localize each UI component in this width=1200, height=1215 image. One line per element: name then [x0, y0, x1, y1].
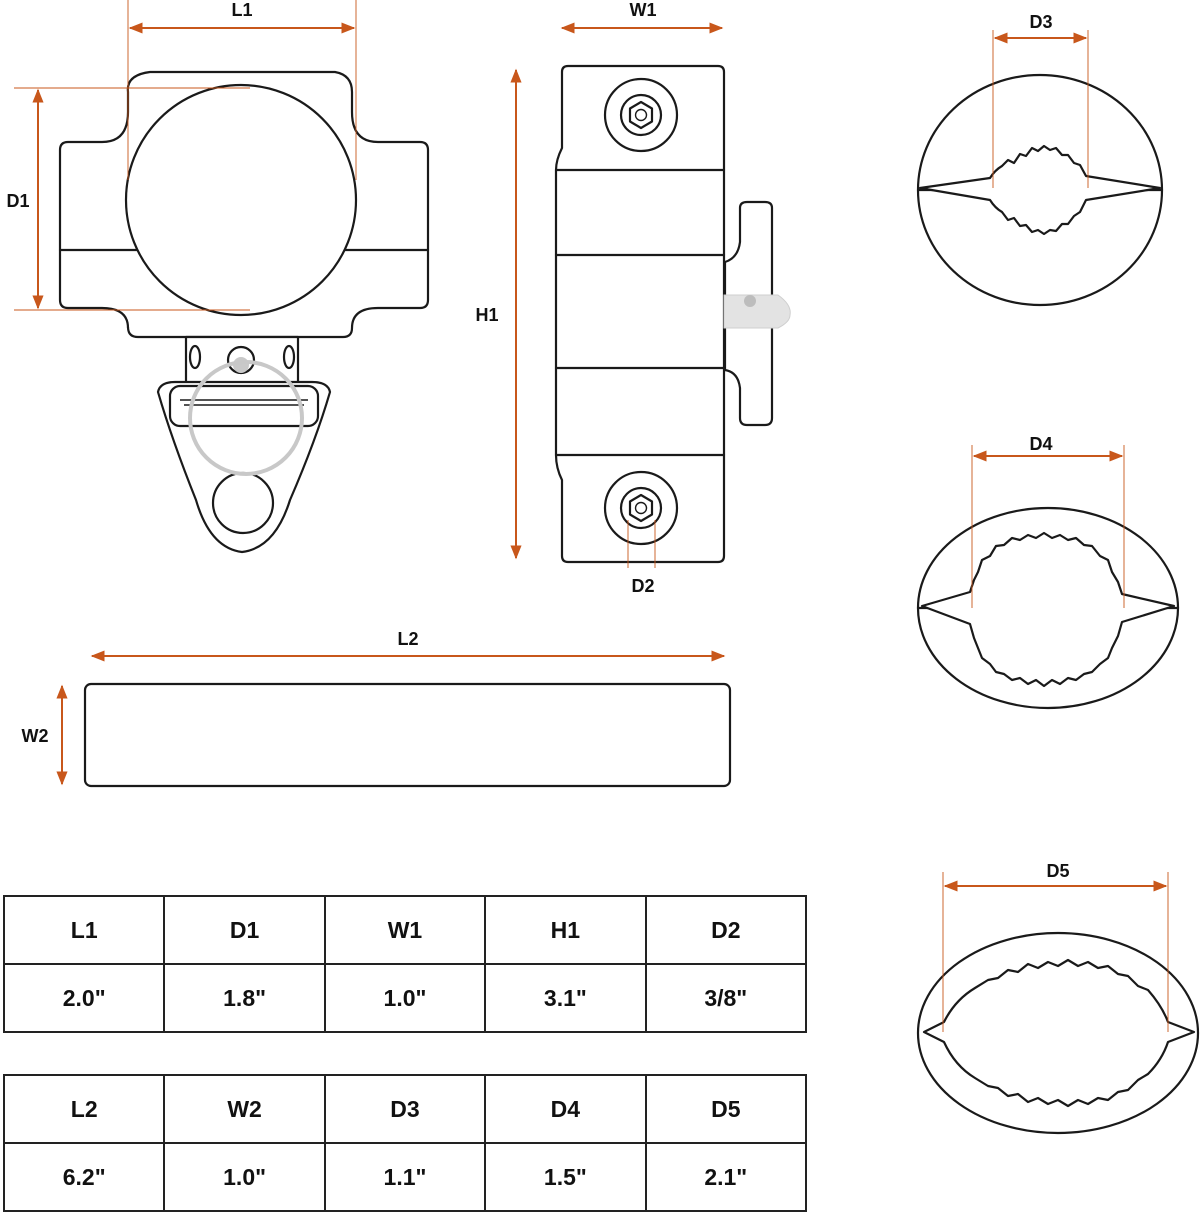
dimension-lines	[14, 0, 1169, 1032]
table-value-cell: 3.1"	[484, 963, 647, 1033]
clamp-front-view	[58, 70, 430, 554]
table-value-cell: 6.2"	[2, 1142, 166, 1212]
insert-d4	[916, 506, 1180, 710]
label-h1: H1	[475, 305, 498, 325]
table-row: L2 W2 D3 D4 D5	[2, 1074, 808, 1144]
table-value-cell: 3/8"	[644, 963, 808, 1033]
table-header-cell: D4	[484, 1074, 647, 1144]
table-header-cell: W1	[323, 895, 487, 965]
label-d2: D2	[631, 576, 654, 596]
table-value-cell: 1.0"	[163, 1142, 326, 1212]
label-d4: D4	[1029, 434, 1052, 454]
table-value-cell: 1.8"	[163, 963, 326, 1033]
rubber-strip	[83, 682, 732, 788]
label-w1: W1	[630, 0, 657, 20]
table-value-cell: 1.5"	[484, 1142, 647, 1212]
table-header-cell: W2	[163, 1074, 326, 1144]
label-d5: D5	[1046, 861, 1069, 881]
label-l2: L2	[397, 629, 418, 649]
label-l1: L1	[231, 0, 252, 20]
label-w2: W2	[22, 726, 49, 746]
clamp-side-view	[554, 64, 791, 564]
table-row: L1 D1 W1 H1 D2	[2, 895, 808, 965]
insert-d3	[916, 73, 1164, 307]
table-header-cell: H1	[484, 895, 647, 965]
table-header-cell: L2	[2, 1074, 166, 1144]
table-header-cell: D5	[644, 1074, 808, 1144]
table-header-cell: L1	[2, 895, 166, 965]
table-header-cell: D1	[163, 895, 326, 965]
label-d3: D3	[1029, 12, 1052, 32]
table-row: 2.0" 1.8" 1.0" 3.1" 3/8"	[2, 963, 808, 1033]
table-value-cell: 1.1"	[323, 1142, 487, 1212]
insert-d5	[916, 931, 1200, 1135]
table-value-cell: 2.1"	[644, 1142, 808, 1212]
table-value-cell: 1.0"	[323, 963, 487, 1033]
label-d1: D1	[6, 191, 29, 211]
table-row: 6.2" 1.0" 1.1" 1.5" 2.1"	[2, 1142, 808, 1212]
table-value-cell: 2.0"	[2, 963, 166, 1033]
spec-table-1: L1 D1 W1 H1 D2 2.0" 1.8" 1.0" 3.1" 3/8"	[2, 895, 808, 1033]
table-header-cell: D3	[323, 1074, 487, 1144]
spec-table-2: L2 W2 D3 D4 D5 6.2" 1.0" 1.1" 1.5" 2.1"	[2, 1074, 808, 1212]
table-header-cell: D2	[644, 895, 808, 965]
